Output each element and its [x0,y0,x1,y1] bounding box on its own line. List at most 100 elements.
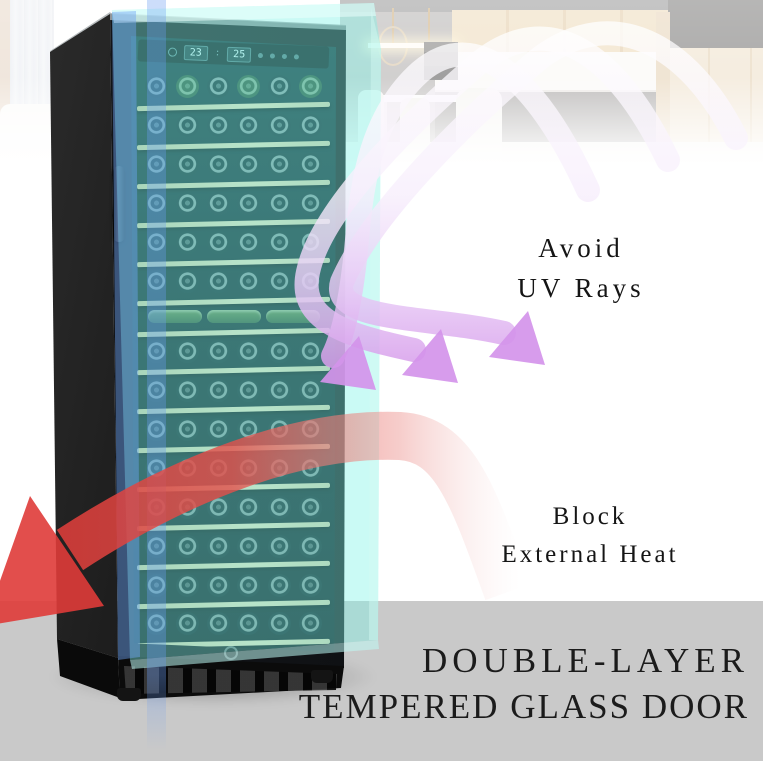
bottle-row [135,265,332,299]
bottle-bottom [237,231,261,255]
bottle-bottom [206,339,230,363]
bottle-bottom [144,75,168,99]
bottle-bottom [237,339,261,363]
bottle-bottom [175,534,199,558]
bottle-row [135,568,332,602]
bottle-bottom [299,534,323,558]
bottle-bottom [299,612,323,636]
bottle-row [135,148,332,182]
bottle-row [135,490,332,524]
bottle-bottom [299,270,323,294]
bottle-bottom [268,339,292,363]
bottle-bottom [237,75,261,99]
bottle-row [135,187,332,221]
bottle-row [135,451,332,485]
bottle-bottom [237,270,261,294]
bottle-bottom [175,231,199,255]
laying-bottle [265,310,320,324]
display-button-dot [294,53,300,60]
bottle-bottom [268,75,292,99]
feature-title-line2: TEMPERED GLASS DOOR [298,687,749,726]
bottle-bottom [299,339,323,363]
bottle-bottom [206,114,230,138]
bottle-bottom [268,270,292,294]
bottle-bottom [175,573,199,597]
bottle-bottom [144,114,168,138]
bottle-bottom [268,231,292,255]
power-icon [167,46,177,57]
bottle-bottom [268,378,292,402]
bottle-bottom [144,417,168,441]
uv-callout: Avoid UV Rays [496,228,666,308]
bottle-row [135,335,332,369]
bottle-bottom [144,231,168,255]
bottle-bottom [299,231,323,255]
cooler-interior: 23 : 25 [131,36,336,652]
bottle-row [135,607,332,641]
bottle-bottom [268,495,292,519]
bottle-bottom [268,456,292,480]
bottle-bottom [237,153,261,177]
bottle-bottom [206,192,230,216]
bottle-bottom [206,495,230,519]
bottle-bottom [299,378,323,402]
heat-callout: Block External Heat [490,498,690,574]
uv-callout-line1: Avoid [538,233,624,263]
bottle-row [135,373,332,407]
uv-callout-line2: UV Rays [517,273,645,303]
bottle-bottom [268,417,292,441]
display-button-dot [282,53,288,59]
bottle-row [135,226,332,260]
display-separator: : [214,48,221,59]
bottle-bottom [144,270,168,294]
display-button-dot [270,52,276,59]
feature-title-line1: DOUBLE-LAYER [421,641,749,680]
bottle-bottom [268,573,292,597]
bottle-bottom [299,456,323,480]
bottle-bottom [206,417,230,441]
heat-callout-line1: Block [552,503,628,530]
bottle-bottom [175,495,199,519]
bottle-row [135,109,332,143]
bottle-row [135,70,332,104]
bottle-bottom [144,339,168,363]
bottle-bottom [299,573,323,597]
bottle-bottom [299,417,323,441]
cabinet-foot [117,688,141,701]
zone1-temp-readout: 23 [183,44,209,61]
bottle-bottom [144,153,168,177]
bottle-bottom [299,192,323,216]
bottle-bottom [175,378,199,402]
bottle-bottom [206,378,230,402]
bottle-bottom [299,114,323,138]
bottle-bottom [206,75,230,99]
bottle-bottom [237,495,261,519]
bottle-bottom [144,534,168,558]
display-button-dot [258,52,264,58]
bottle-bottom [268,114,292,138]
bottle-row [135,412,332,446]
zone2-temp-readout: 25 [226,46,252,63]
bottle-bottom [144,192,168,216]
bottle-bottom [175,75,199,99]
bottle-bottom [206,573,230,597]
bottle-bottom [175,114,199,138]
bottle-bottom [144,495,168,519]
bottle-bottom [237,417,261,441]
bottle-bottom [237,573,261,597]
bottle-bottom [175,339,199,363]
cabinet-foot [311,670,333,683]
wine-rack [131,68,336,652]
bottle-bottom [175,417,199,441]
bottle-bottom [237,456,261,480]
heat-callout-line2: External Heat [501,541,679,568]
bottle-row [135,529,332,563]
bottle-bottom [268,192,292,216]
laying-bottle [206,310,261,324]
bottle-bottom [237,192,261,216]
bottle-bottom [175,612,199,636]
bottle-bottom [175,153,199,177]
bottle-bottom [299,495,323,519]
bottle-bottom [237,378,261,402]
